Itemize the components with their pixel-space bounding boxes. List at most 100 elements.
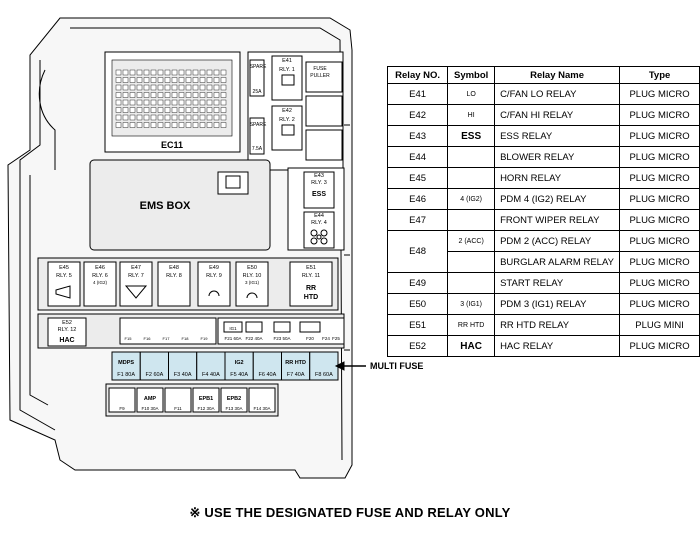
connector-pin [199, 92, 206, 98]
cell-relay-no: E48 [386, 230, 449, 273]
cell-relay-name: PDM 2 (ACC) RELAY [494, 230, 621, 252]
cell-type: PLUG MICRO [619, 167, 700, 189]
connector-pin [129, 99, 136, 106]
connector-pin [143, 114, 150, 121]
connector-pin [129, 122, 136, 128]
connector-pin [122, 114, 129, 121]
connector-pin [143, 99, 150, 106]
connector-pin [143, 77, 150, 83]
connector-pin [122, 69, 129, 76]
connector-pin [178, 77, 185, 83]
connector-pin [178, 92, 185, 98]
connector-pin [136, 107, 143, 113]
connector-pin [206, 107, 213, 113]
connector-pin [171, 69, 178, 76]
connector-pin [150, 84, 157, 91]
mid-area [37, 313, 345, 349]
connector-pin [164, 69, 171, 76]
connector-pin [192, 99, 199, 106]
bottom-fuse-cell [220, 387, 248, 413]
cell-symbol [447, 209, 496, 231]
e52-label: E52 [62, 320, 72, 326]
connector-pin [157, 122, 164, 128]
bottom-fuse-rating: F13 30A [225, 406, 242, 411]
spare-label-1: SPARE [250, 64, 267, 70]
connector-pin [185, 99, 192, 106]
cell-type: PLUG MICRO [619, 209, 700, 231]
connector-pin [129, 92, 136, 98]
connector-pin [220, 77, 227, 83]
connector-pin [150, 99, 157, 106]
e46-label: E46 [95, 265, 105, 271]
e43-relay: RLY. 3 [311, 180, 327, 186]
connector-pin [122, 77, 129, 83]
connector-pin [178, 122, 185, 128]
e42-label: E42 [282, 108, 292, 114]
connector-pin [129, 77, 136, 83]
connector-pin [157, 99, 164, 106]
connector-pin [192, 84, 199, 91]
connector-pin [136, 114, 143, 121]
connector-pin [122, 122, 129, 128]
connector-pin [164, 92, 171, 98]
e51-label: E51 [306, 265, 316, 271]
e47-relay: RLY. 7 [128, 273, 144, 279]
connector-pin [115, 122, 122, 128]
cell-symbol: RR HTD [447, 314, 496, 336]
connector-pin [171, 99, 178, 106]
multi-fuse-rating: F2 60A [146, 372, 164, 378]
multi-fuse-arrow [334, 361, 366, 371]
connector-pin [220, 84, 227, 91]
multi-fuse-rating: F7 40A [287, 372, 305, 378]
multi-fuse-cell [309, 351, 339, 381]
connector-pin [199, 77, 206, 83]
connector-pin [220, 107, 227, 113]
connector-pin [213, 92, 220, 98]
connector-pin [185, 69, 192, 76]
ec11-block: EC11 [104, 51, 241, 153]
connector-pin [185, 114, 192, 121]
e44-label: E44 [314, 213, 324, 219]
e44-relay: RLY. 4 [311, 220, 327, 226]
e50-label: E50 [247, 265, 257, 271]
wiper-icon [124, 285, 148, 299]
connector-pin [164, 99, 171, 106]
bottom-fuse-cell [164, 387, 192, 413]
cell-relay-name: C/FAN HI RELAY [494, 104, 621, 126]
ems-box-label: EMS BOX [140, 200, 191, 212]
cell-relay-no: E50 [386, 293, 449, 315]
e43-sub: ESS [312, 191, 326, 198]
connector-pin [157, 92, 164, 98]
cell-type: PLUG MICRO [619, 272, 700, 294]
upper-right-area [247, 51, 344, 171]
ec11-label: EC11 [161, 140, 183, 150]
e52-sub: HAC [59, 337, 74, 344]
horn-icon [55, 285, 71, 299]
connector-pin [115, 84, 122, 91]
multi-fuse-cell [252, 351, 282, 381]
e43-e44-block [287, 167, 345, 251]
connector-pin [213, 114, 220, 121]
multi-fuse-rating: F4 40A [202, 372, 220, 378]
connector-pin [171, 114, 178, 121]
bottom-fuse-rating: F11 [174, 406, 182, 411]
e48-label: E48 [169, 265, 179, 271]
connector-pin [213, 122, 220, 128]
bottom-fuse-top-label: AMP [144, 396, 157, 402]
connector-pin [220, 122, 227, 128]
relay-row [37, 257, 339, 311]
cell-relay-no: E51 [386, 314, 449, 336]
fan-icon [310, 229, 328, 245]
connector-pin [164, 84, 171, 91]
e41-relay: RLY. 1 [279, 67, 295, 73]
e51-sub-2: HTD [304, 294, 318, 301]
cell-type: PLUG MICRO [619, 188, 700, 210]
cell-symbol: 2 (ACC) [447, 230, 496, 252]
connector-pin [220, 69, 227, 76]
col-header-relay-no: Relay NO. [386, 66, 449, 84]
